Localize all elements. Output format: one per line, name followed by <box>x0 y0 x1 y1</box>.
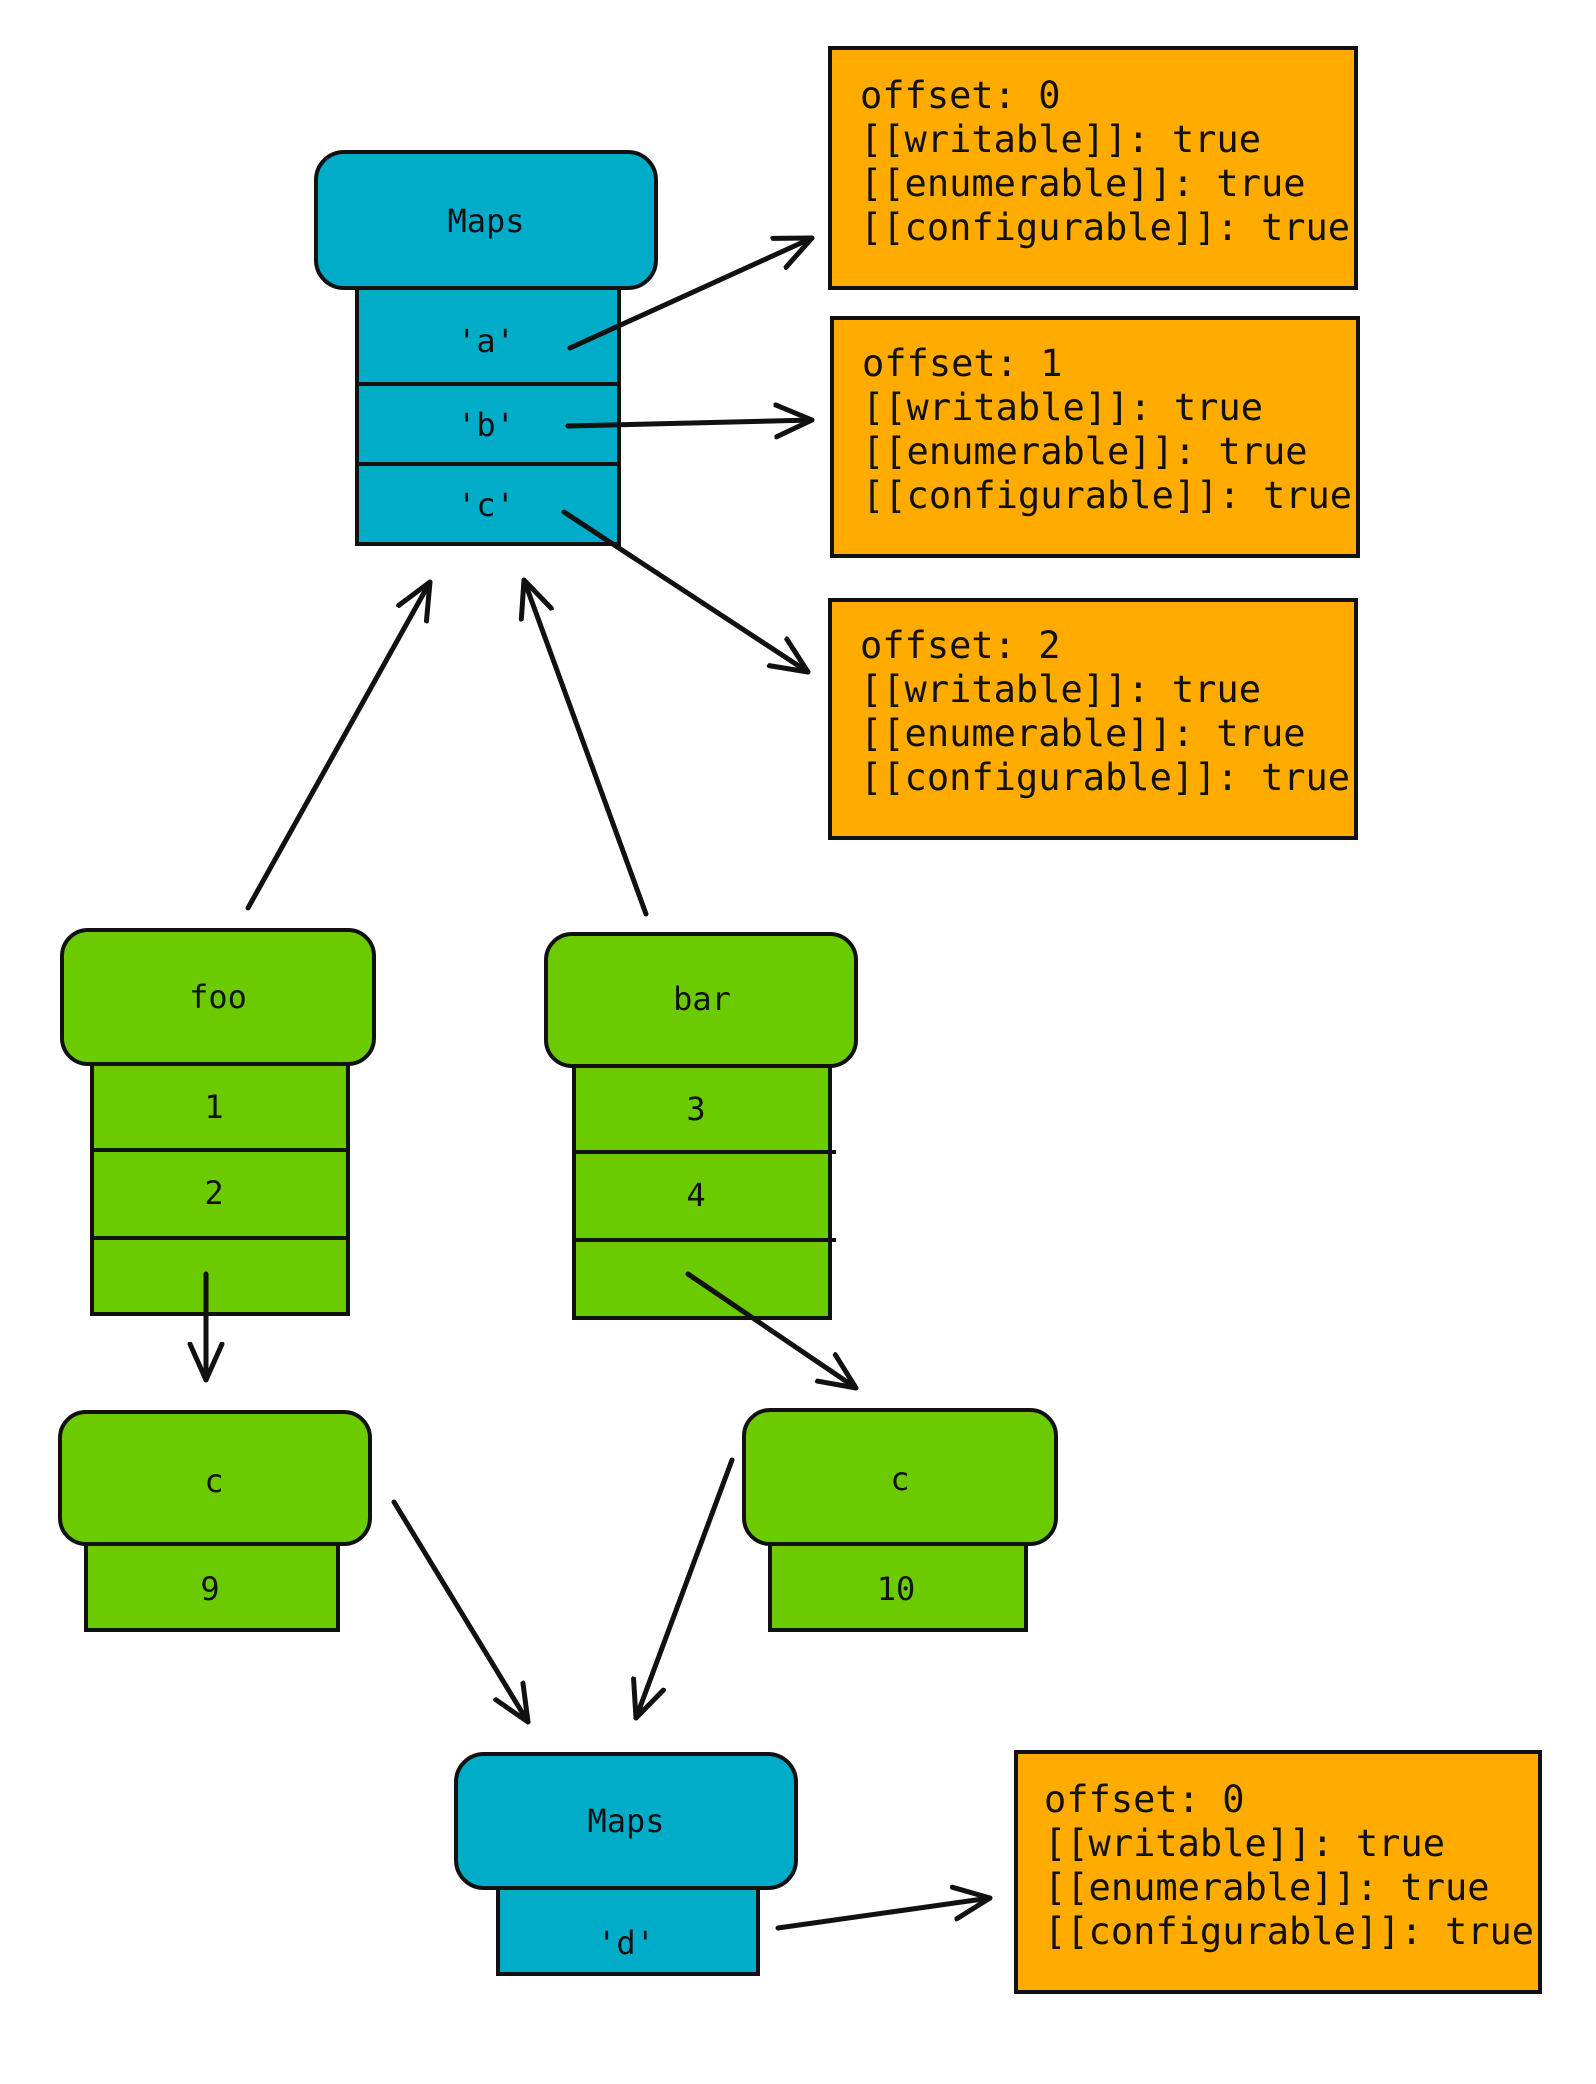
descriptor-box-2-bg <box>828 598 1358 840</box>
descriptor-line: [[configurable]]: true <box>862 474 1352 517</box>
object-bar-c-value: 10 <box>877 1570 916 1608</box>
arrow-foo-to-maps <box>245 579 433 911</box>
descriptor-line: [[writable]]: true <box>860 118 1261 161</box>
descriptor-line: [[enumerable]]: true <box>860 162 1306 205</box>
descriptor-box-1: offset: 1 [[writable]]: true [[enumerabl… <box>830 316 1360 558</box>
descriptor-line: [[writable]]: true <box>1044 1822 1445 1865</box>
maps-top-key-b: 'b' <box>457 406 515 444</box>
object-bar-c-title: c <box>890 1460 909 1498</box>
arrow-a-to-descriptor <box>567 235 815 351</box>
descriptor-box-0-bg <box>828 46 1358 290</box>
maps-top-header <box>314 150 658 290</box>
arrow-foo-c-to-maps <box>391 1499 531 1725</box>
object-foo-c-value: 9 <box>200 1570 219 1608</box>
descriptor-line: [[enumerable]]: true <box>860 712 1306 755</box>
maps-top-rows <box>355 286 621 546</box>
descriptor-line: offset: 0 <box>1044 1778 1244 1821</box>
object-foo-value: 1 <box>204 1088 223 1126</box>
object-bar-title: bar <box>673 980 731 1018</box>
object-bar-value: 4 <box>686 1176 705 1214</box>
descriptor-line: [[enumerable]]: true <box>1044 1866 1490 1909</box>
descriptor-box-bottom-bg <box>1014 1750 1542 1994</box>
object-foo-header <box>60 928 376 1066</box>
object-bar: bar 3 4 <box>544 932 858 1320</box>
maps-top-key-a: 'a' <box>457 322 515 360</box>
object-bar-rows <box>572 1064 832 1320</box>
object-foo-value: 2 <box>204 1174 223 1212</box>
arrow-c-to-descriptor <box>561 509 811 675</box>
maps-top: Maps 'a' 'b' 'c' <box>314 150 658 546</box>
maps-bottom-header <box>454 1752 798 1890</box>
descriptor-line: [[enumerable]]: true <box>862 430 1308 473</box>
arrow-bar-c-to-maps <box>636 1457 735 1721</box>
descriptor-box-bottom: offset: 0 [[writable]]: true [[enumerabl… <box>1014 1750 1542 1994</box>
object-bar-c: c 10 <box>742 1408 1058 1632</box>
object-foo-c: c 9 <box>58 1410 372 1632</box>
maps-top-title: Maps <box>447 202 524 240</box>
descriptor-line: offset: 0 <box>860 74 1060 117</box>
object-bar-c-header <box>742 1408 1058 1546</box>
maps-bottom-key-d: 'd' <box>597 1924 655 1962</box>
arrow-b-to-descriptor <box>565 420 815 426</box>
descriptor-line: [[configurable]]: true <box>860 206 1350 249</box>
object-foo: foo 1 2 <box>60 928 376 1316</box>
descriptor-line: offset: 2 <box>860 624 1060 667</box>
descriptor-box-2: offset: 2 [[writable]]: true [[enumerabl… <box>828 598 1358 840</box>
descriptor-line: [[configurable]]: true <box>860 756 1350 799</box>
descriptor-line: [[writable]]: true <box>862 386 1263 429</box>
descriptor-box-1-bg <box>830 316 1360 558</box>
arrow-bar-to-maps <box>524 577 649 917</box>
object-bar-header <box>544 932 858 1068</box>
object-bar-value: 3 <box>686 1090 705 1128</box>
maps-bottom: Maps 'd' <box>454 1752 798 1976</box>
maps-bottom-title: Maps <box>587 1802 664 1840</box>
arrow-bar-to-c <box>685 1271 859 1391</box>
object-foo-c-header <box>58 1410 372 1546</box>
descriptor-line: offset: 1 <box>862 342 1062 385</box>
maps-top-key-c: 'c' <box>457 486 515 524</box>
object-foo-c-title: c <box>204 1462 223 1500</box>
descriptor-box-0: offset: 0 [[writable]]: true [[enumerabl… <box>828 46 1358 290</box>
object-foo-title: foo <box>189 978 247 1016</box>
descriptor-line: [[writable]]: true <box>860 668 1261 711</box>
descriptor-line: [[configurable]]: true <box>1044 1910 1534 1953</box>
arrow-d-to-descriptor <box>775 1898 993 1931</box>
maps-bottom-row <box>496 1886 760 1976</box>
